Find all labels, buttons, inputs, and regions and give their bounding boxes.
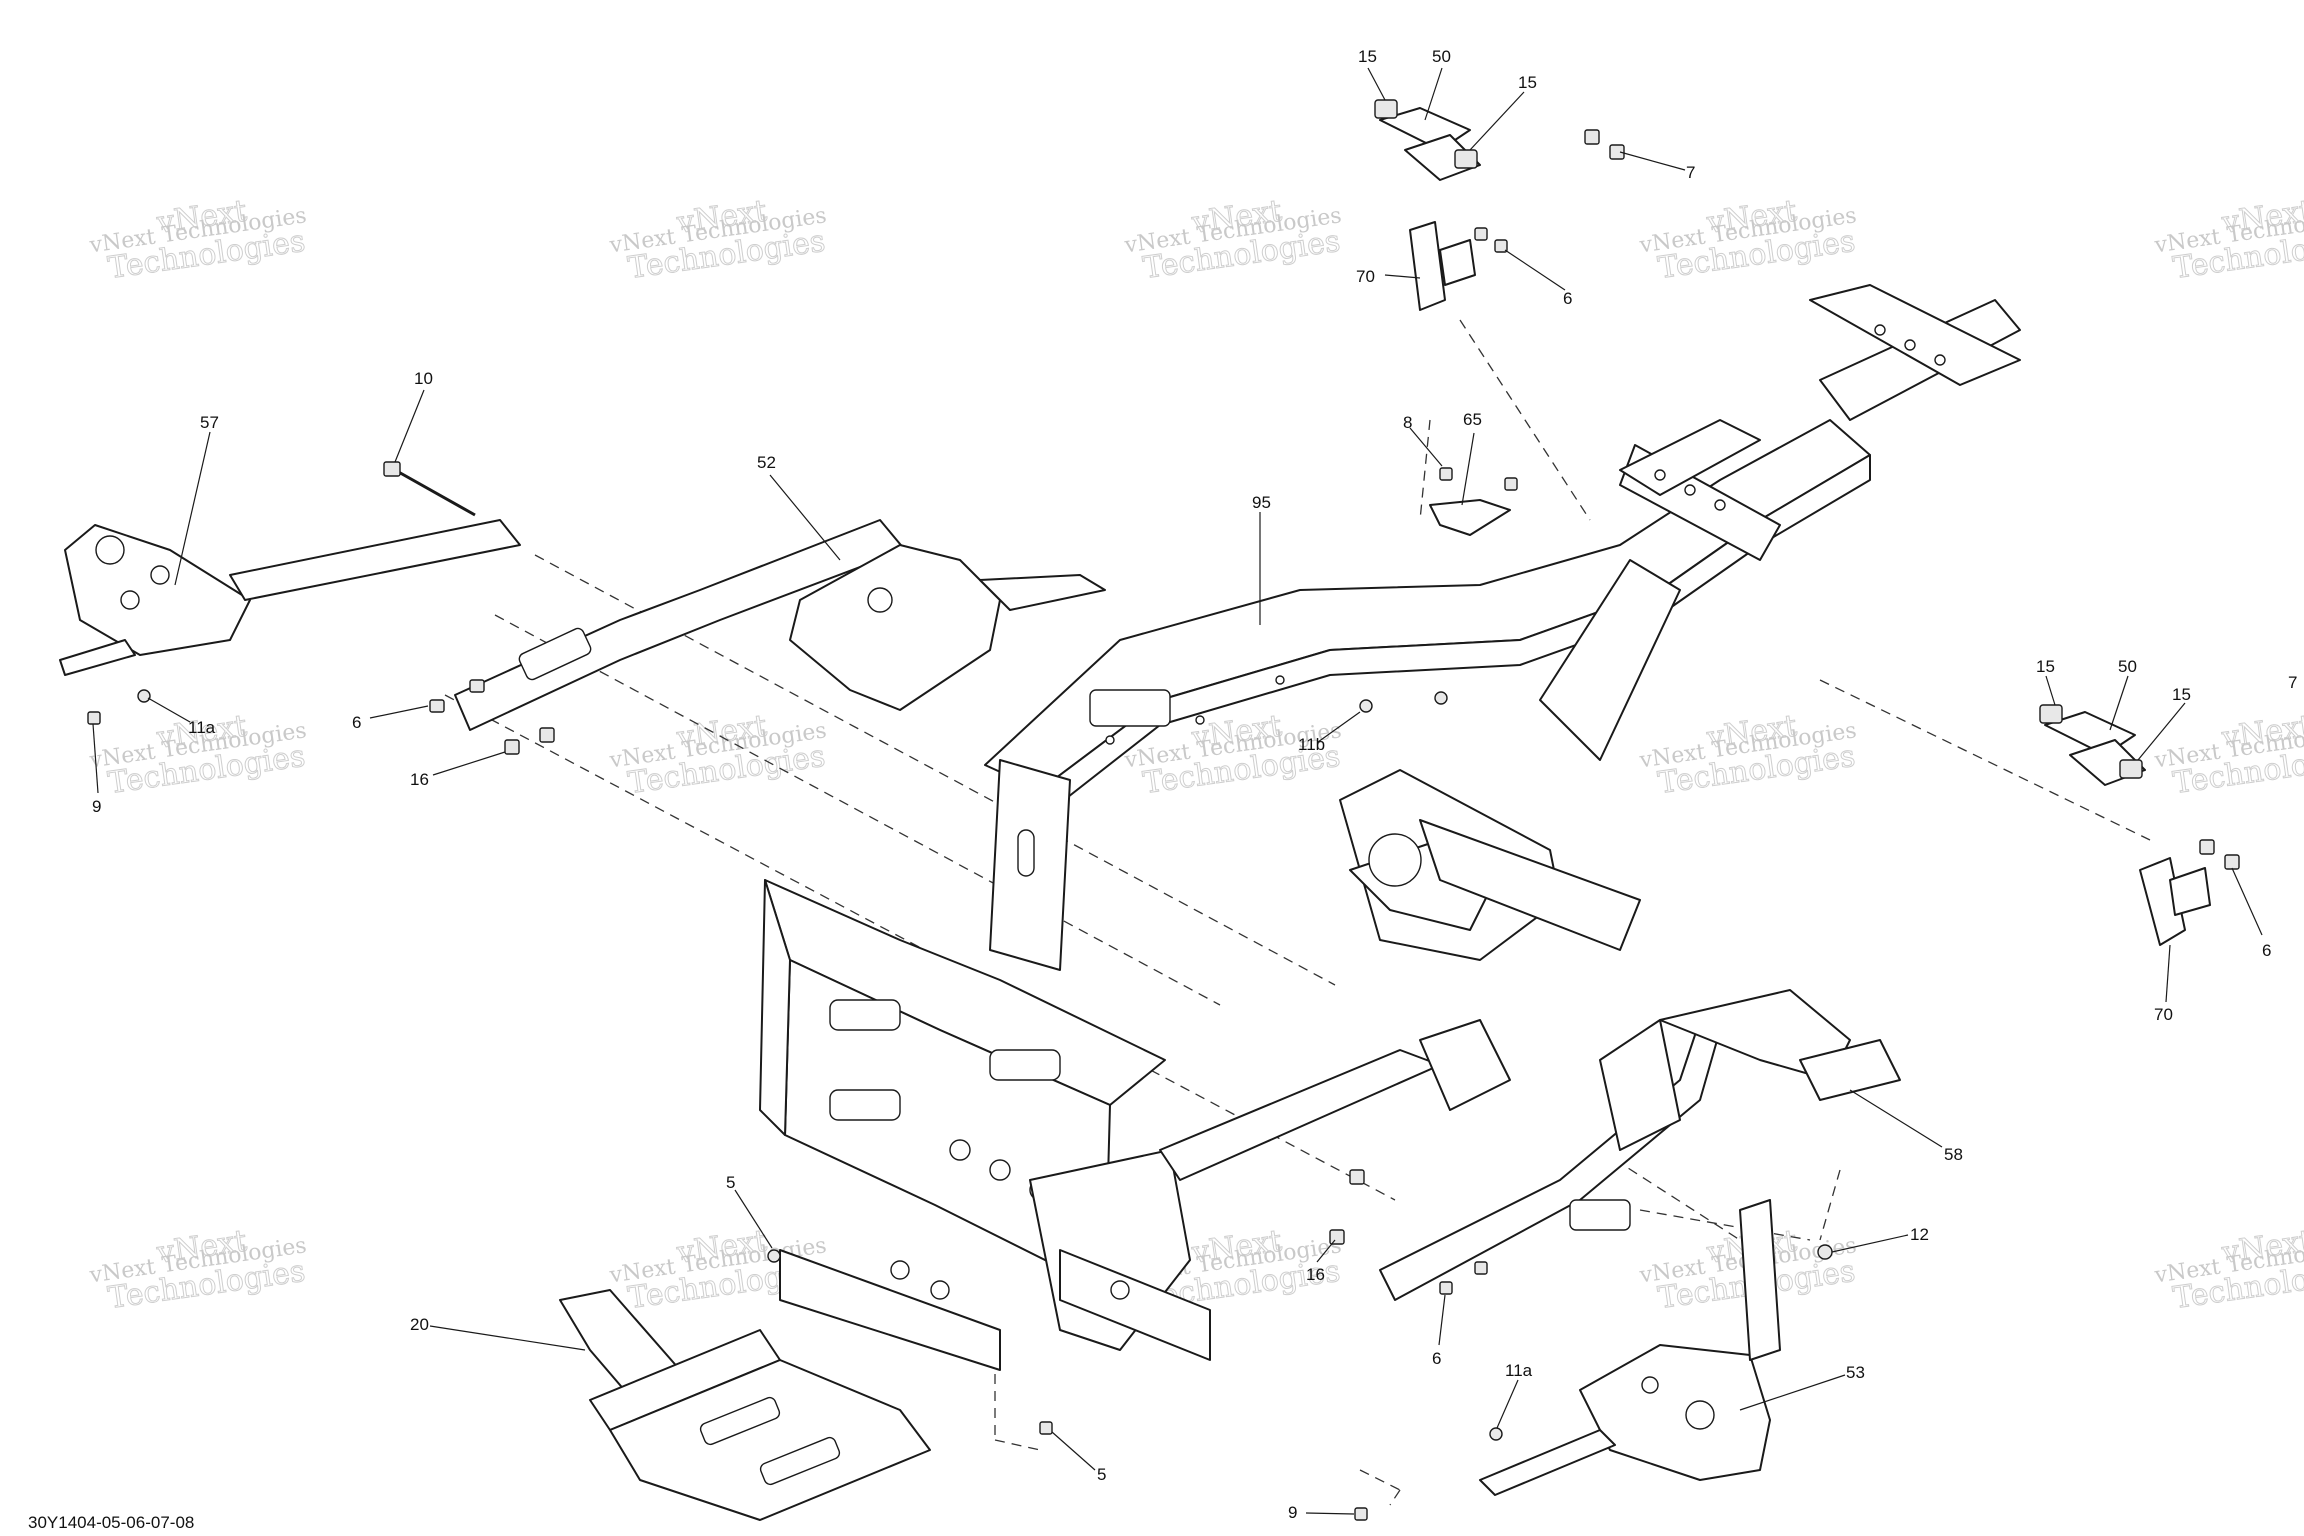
callout-58: 58: [1944, 1145, 1963, 1164]
callout-52: 52: [757, 453, 776, 472]
callout-53: 53: [1846, 1363, 1865, 1382]
callout-11b: 11b: [1298, 735, 1325, 754]
callout-10: 10: [414, 369, 433, 388]
assembly-lines: [444, 319, 2151, 1506]
callout-7: 7: [1686, 163, 1695, 182]
callout-7: 7: [2288, 673, 2297, 692]
callout-15: 15: [2036, 657, 2055, 676]
mounting-bracket-70-right: [2139, 857, 2211, 946]
callout-5: 5: [1097, 1465, 1106, 1484]
front-frame-section: [759, 759, 1211, 1371]
lower-side-rail: [1159, 559, 1681, 1181]
main-frame-rail: [984, 284, 2021, 816]
long-bolt-10: [383, 461, 476, 517]
callout-15: 15: [2172, 685, 2191, 704]
mounting-bracket-70-top: [1409, 221, 1476, 311]
callout-70: 70: [2154, 1005, 2173, 1024]
rear-support-bracket-57: [59, 519, 521, 676]
callout-15: 15: [1358, 47, 1377, 66]
callout-12: 12: [1910, 1225, 1929, 1244]
callout-16: 16: [410, 770, 429, 789]
callout-11a: 11a: [188, 718, 216, 737]
callout-15: 15: [1518, 73, 1537, 92]
callout-50: 50: [1432, 47, 1451, 66]
drawing-id-label: 30Y1404-05-06-07-08: [28, 1513, 194, 1532]
callout-16: 16: [1306, 1265, 1325, 1284]
callout-57: 57: [200, 413, 219, 432]
callout-6: 6: [352, 713, 361, 732]
callout-70: 70: [1356, 267, 1375, 286]
callout-11a: 11a: [1505, 1361, 1533, 1380]
callout-9: 9: [92, 797, 101, 816]
bracket-65: [1429, 499, 1511, 536]
callout-20: 20: [410, 1315, 429, 1334]
callout-9: 9: [1288, 1503, 1297, 1522]
callout-50: 50: [2118, 657, 2137, 676]
callout-6: 6: [1432, 1349, 1441, 1368]
plate-pad-group-top: [1374, 99, 1481, 181]
callout-95: 95: [1252, 493, 1271, 512]
front-skid-plate-53: [1479, 1199, 1781, 1496]
callout-5: 5: [726, 1173, 735, 1192]
callout-6: 6: [2262, 941, 2271, 960]
front-bumper-58: [1379, 989, 1901, 1301]
callout-6: 6: [1563, 289, 1572, 308]
upper-bracket-52: [454, 519, 1106, 731]
lower-bracket-20: [559, 1289, 931, 1521]
leader-lines: [92, 67, 2263, 1515]
callout-65: 65: [1463, 410, 1482, 429]
plate-pad-group-right: [2039, 704, 2146, 786]
callout-labels: 15 50 15 7 70 6 10 57 52 8 65 95 11a 6 9…: [92, 47, 2297, 1522]
callout-8: 8: [1403, 413, 1412, 432]
